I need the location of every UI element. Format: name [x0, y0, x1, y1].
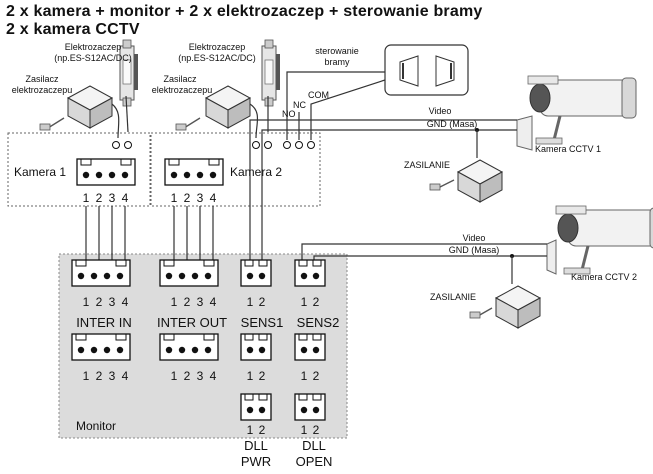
cctv2-power-supply [495, 285, 541, 329]
camera2-pin-2: 2 [184, 191, 191, 205]
row2-out-pin-2: 2 [184, 369, 191, 383]
monitor-inter-out-terminal-2 [159, 333, 219, 361]
electric-strike-2: Elektrozaczep (np.ES-S12AC/DC) Zasilacz … [152, 39, 281, 107]
cctv1-psu-label: ZASILANIE [404, 160, 450, 170]
monitor-dll-open-terminal [294, 393, 326, 421]
inter-in-pin-3: 3 [109, 295, 116, 309]
cctv1-gnd-label: GND (Masa) [427, 119, 478, 129]
sens1-label: SENS1 [241, 315, 284, 330]
cctv1-label: Kamera CCTV 1 [535, 144, 601, 154]
row2b-pin-2: 2 [313, 369, 320, 383]
lock2-label: Elektrozaczep [189, 42, 246, 52]
dll-pwr-pin-1: 1 [247, 423, 254, 437]
dll-open-pin-2: 2 [313, 423, 320, 437]
camera1-pin-1: 1 [83, 191, 90, 205]
row2-pin-1: 1 [83, 369, 90, 383]
inter-out-pin-2: 2 [184, 295, 191, 309]
monitor-sens2-terminal [294, 259, 326, 287]
sens2-pin-1: 1 [301, 295, 308, 309]
camera1-pin-4: 4 [122, 191, 129, 205]
cctv2-label: Kamera CCTV 2 [571, 272, 637, 282]
camera2-label: Kamera 2 [230, 165, 282, 179]
gate-com-label: COM [308, 90, 329, 100]
cctv2-video-label: Video [463, 233, 486, 243]
inter-in-pin-1: 1 [83, 295, 90, 309]
inter-in-pin-4: 4 [122, 295, 129, 309]
row2a-pin-2: 2 [259, 369, 266, 383]
camera2-terminal [164, 158, 224, 186]
cctv-camera-1 [526, 74, 638, 146]
cctv2-psu-label: ZASILANIE [430, 292, 476, 302]
row2-pin-2: 2 [96, 369, 103, 383]
inter-out-pin-1: 1 [171, 295, 178, 309]
camera1-label: Kamera 1 [14, 165, 66, 179]
camera2-pin-3: 3 [197, 191, 204, 205]
lock2-model: (np.ES-S12AC/DC) [178, 53, 256, 63]
monitor-inter-in-terminal-2 [71, 333, 131, 361]
dll-pwr-pin-2: 2 [259, 423, 266, 437]
dll-open-label-2: OPEN [296, 454, 333, 469]
cctv1-power-supply [457, 159, 503, 203]
inter-out-label: INTER OUT [157, 315, 227, 330]
diagram-subtitle: 2 x kamera CCTV [6, 21, 140, 38]
row2-out-pin-3: 3 [197, 369, 204, 383]
dll-open-label: DLL [302, 438, 326, 453]
inter-in-pin-2: 2 [96, 295, 103, 309]
monitor-terminal-row2-a [240, 333, 272, 361]
diagram-title: 2 x kamera + monitor + 2 x elektrozaczep… [6, 3, 483, 20]
door-station-2-area [150, 132, 321, 207]
monitor-dll-pwr-terminal [240, 393, 272, 421]
lock2-psu-label: Zasilacz [163, 74, 197, 84]
sens2-label: SENS2 [297, 315, 340, 330]
door-station-1-area [7, 132, 151, 207]
sens1-pin-2: 2 [259, 295, 266, 309]
row2b-pin-1: 1 [301, 369, 308, 383]
sens1-pin-1: 1 [247, 295, 254, 309]
cctv-camera-2 [554, 204, 653, 276]
row2-out-pin-1: 1 [171, 369, 178, 383]
electric-strike-1: Elektrozaczep (np.ES-S12AC/DC) Zasilacz … [12, 39, 139, 107]
row2a-pin-1: 1 [247, 369, 254, 383]
row2-out-pin-4: 4 [210, 369, 217, 383]
sens2-pin-2: 2 [313, 295, 320, 309]
gate-nc-label: NC [293, 100, 306, 110]
cctv1-video-label: Video [429, 106, 452, 116]
inter-out-pin-3: 3 [197, 295, 204, 309]
monitor-sens1-terminal [240, 259, 272, 287]
dll-pwr-label-2: PWR [241, 454, 271, 469]
lock1-psu-label: Zasilacz [25, 74, 59, 84]
camera2-pin-1: 1 [171, 191, 178, 205]
gate-label: sterowanie [315, 46, 359, 56]
lock2-power-supply [205, 85, 251, 129]
lock1-power-supply [67, 85, 113, 129]
monitor-inter-out-terminal [159, 259, 219, 287]
inter-out-pin-4: 4 [210, 295, 217, 309]
row2-pin-3: 3 [109, 369, 116, 383]
camera1-pin-2: 2 [96, 191, 103, 205]
lock2-psu-label-2: elektrozaczepu [152, 85, 213, 95]
gate-no-label: NO [282, 109, 296, 119]
monitor-label: Monitor [76, 419, 116, 433]
camera1-pin-3: 3 [109, 191, 116, 205]
lock1-psu-label-2: elektrozaczepu [12, 85, 73, 95]
monitor-terminal-row2-b [294, 333, 326, 361]
cctv2-gnd-label: GND (Masa) [449, 245, 500, 255]
inter-in-label: INTER IN [76, 315, 132, 330]
dll-open-pin-1: 1 [301, 423, 308, 437]
monitor-inter-in-terminal [71, 259, 131, 287]
lock1-model: (np.ES-S12AC/DC) [54, 53, 132, 63]
lock1-label: Elektrozaczep [65, 42, 122, 52]
gate-controller [384, 44, 469, 96]
row2-pin-4: 4 [122, 369, 129, 383]
gate-label-2: bramy [324, 57, 350, 67]
camera1-terminal [76, 158, 136, 186]
dll-pwr-label: DLL [244, 438, 268, 453]
camera2-pin-4: 4 [210, 191, 217, 205]
